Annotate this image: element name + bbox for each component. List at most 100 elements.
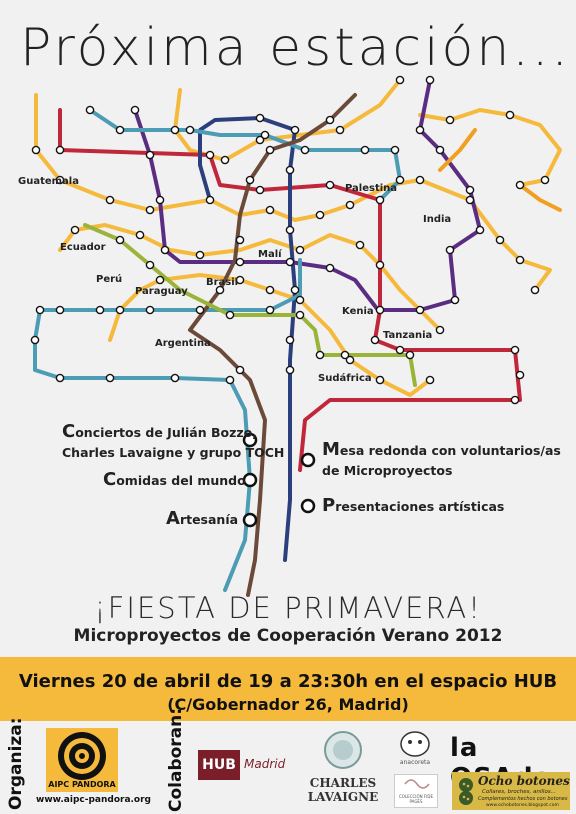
event-station-mesa (300, 452, 316, 468)
station-marker (235, 365, 245, 375)
station-marker (235, 257, 245, 267)
city-label-palestina: Palestina (345, 183, 398, 194)
station-marker (505, 110, 515, 120)
station-marker (31, 145, 41, 155)
station-marker (340, 350, 350, 360)
hub-madrid-logo: HUB Madrid (198, 750, 290, 780)
station-marker (145, 150, 155, 160)
station-marker (185, 125, 195, 135)
city-label-brasil: Brasil (206, 277, 239, 288)
date-line: Viernes 20 de abril de 19 a 23:30h en el… (18, 671, 558, 692)
city-label-argentina: Argentina (155, 338, 211, 349)
station-marker (30, 335, 40, 345)
hub-text: HUB (198, 750, 240, 780)
station-marker (370, 335, 380, 345)
station-marker (115, 235, 125, 245)
station-marker (285, 257, 295, 267)
station-marker (255, 113, 265, 123)
station-marker (160, 245, 170, 255)
cheese-swirl-icon (404, 779, 430, 789)
organiza-label: Organiza: (6, 717, 26, 810)
station-marker (345, 355, 355, 365)
event-text: rtesanía (179, 512, 239, 527)
event-station-comidas (242, 472, 258, 488)
station-marker (375, 260, 385, 270)
station-marker (450, 295, 460, 305)
station-marker (465, 195, 475, 205)
cheese-logo: COLECCIÓN FIDE PAGÉS (394, 774, 438, 808)
station-marker (155, 275, 165, 285)
aipc-name: AIPC PANDORA (48, 780, 116, 789)
station-marker (355, 240, 365, 250)
station-marker (465, 185, 475, 195)
city-label-ecuador: Ecuador (60, 242, 106, 253)
station-marker (375, 305, 385, 315)
station-marker (530, 285, 540, 295)
page-title: Próxima estación... (20, 18, 571, 78)
aipc-emblem-icon (58, 732, 106, 780)
city-label-mali: Malí (258, 249, 282, 260)
event-initial: P (322, 495, 336, 516)
anacoreta-text: anacoreta (399, 759, 431, 766)
station-marker (390, 145, 400, 155)
station-marker (325, 115, 335, 125)
event-comidas: Comidas del mundo (103, 470, 246, 491)
line-yellow-c (418, 108, 562, 187)
station-marker (55, 305, 65, 315)
station-marker (415, 305, 425, 315)
ocho-subtitle-2: Complementos hechos con botones (478, 796, 568, 802)
station-marker (55, 373, 65, 383)
line-orange (438, 128, 562, 212)
station-marker (70, 225, 80, 235)
date-banner: Viernes 20 de abril de 19 a 23:30h en el… (0, 657, 576, 721)
aipc-logo: AIPC PANDORA (46, 728, 118, 792)
station-marker (265, 145, 275, 155)
city-label-india: India (423, 214, 452, 225)
city-label-peru: Perú (96, 274, 123, 285)
station-marker (170, 125, 180, 135)
station-marker (345, 200, 355, 210)
event-initial: C (62, 421, 76, 442)
station-marker (285, 335, 295, 345)
station-marker (105, 373, 115, 383)
lavaigne-text: LAVAIGNE (307, 790, 379, 804)
line-yellow-b (58, 223, 442, 332)
city-label-kenia: Kenia (342, 306, 374, 317)
station-marker (265, 205, 275, 215)
station-marker (55, 145, 65, 155)
station-marker (425, 375, 435, 385)
station-marker (205, 150, 215, 160)
station-marker (375, 195, 385, 205)
station-marker (115, 305, 125, 315)
station-marker (515, 180, 525, 190)
button-icon (459, 778, 473, 805)
fiesta-heading: ¡FIESTA DE PRIMAVERA! (94, 591, 482, 625)
ocho-url[interactable]: www.ochobotones.blogspot.com (486, 803, 559, 808)
event-text-line2: de Microproyectos (322, 463, 453, 478)
station-marker (285, 165, 295, 175)
station-marker (335, 125, 345, 135)
city-label-guatemala: Guatemala (18, 176, 79, 187)
metro-map (30, 75, 562, 597)
station-marker (395, 75, 405, 85)
event-text: onciertos de Julián Bozzo, (75, 425, 257, 440)
ocho-title: Ocho botones (478, 774, 570, 788)
station-marker (225, 310, 235, 320)
station-marker (360, 145, 370, 155)
station-marker (155, 195, 165, 205)
cheese-text: COLECCIÓN FIDE PAGÉS (399, 794, 433, 804)
station-marker (205, 195, 215, 205)
station-marker (285, 225, 295, 235)
station-marker (445, 245, 455, 255)
station-marker (415, 125, 425, 135)
event-artesania: Artesanía (166, 509, 238, 530)
line-green (83, 223, 417, 387)
station-marker (145, 205, 155, 215)
station-marker (195, 250, 205, 260)
station-marker (135, 230, 145, 240)
station-marker (115, 125, 125, 135)
station-marker (540, 175, 550, 185)
aipc-url[interactable]: www.aipc-pandora.org (36, 795, 152, 805)
city-label-paraguay: Paraguay (135, 286, 188, 297)
ocho-botones-logo: Ocho botones Collares, broches, anillos.… (452, 772, 570, 810)
